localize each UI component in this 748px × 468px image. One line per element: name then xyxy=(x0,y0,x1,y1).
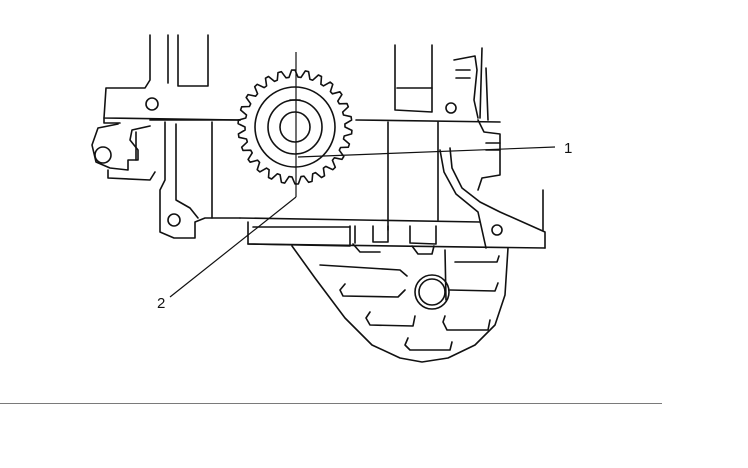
callout-label-2: 2 xyxy=(157,295,165,312)
leader-line-2 xyxy=(169,196,297,298)
crankshaft-sprocket xyxy=(149,69,353,185)
callout-label-1: 1 xyxy=(564,140,572,157)
leader-line-1 xyxy=(297,146,556,158)
block-body xyxy=(237,119,546,249)
right-block-column xyxy=(394,44,489,121)
left-bracket xyxy=(91,123,156,181)
left-block-column xyxy=(103,34,241,124)
lower-left-leg xyxy=(159,121,241,239)
oil-pan-rail xyxy=(252,225,437,255)
right-bracket xyxy=(439,119,546,249)
section-divider xyxy=(0,403,662,404)
oil-strainer xyxy=(291,245,509,363)
